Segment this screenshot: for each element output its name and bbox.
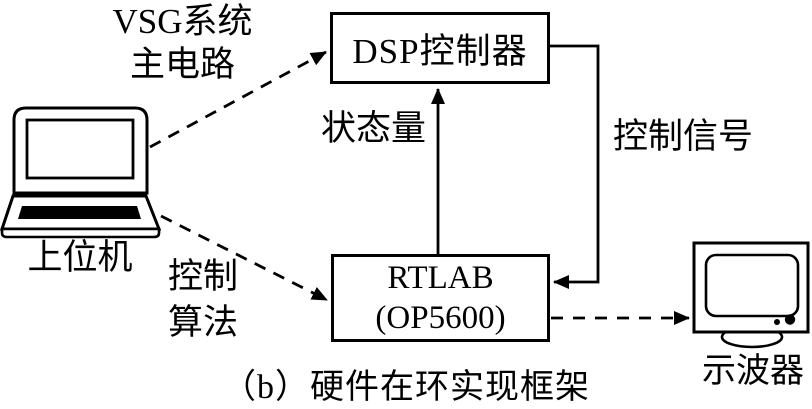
- dsp-controller-label: DSP控制器: [352, 31, 528, 71]
- vsg-label-line2: 主电路: [129, 45, 235, 84]
- rtlab-box: RTLAB (OP5600): [331, 254, 550, 342]
- rtlab-label-line2: (OP5600): [375, 300, 506, 336]
- rtlab-label-line1: RTLAB: [387, 260, 494, 296]
- control-algorithm-label: 控制 算法: [168, 254, 248, 346]
- oscilloscope-label: 示波器: [702, 353, 804, 390]
- arrow-dsp-to-rtlab-control: [549, 44, 600, 289]
- monitor-screen: [704, 253, 800, 318]
- host-computer-label: 上位机: [27, 238, 133, 277]
- algo-label-line2: 算法: [168, 303, 239, 342]
- laptop-screen: [25, 118, 135, 180]
- figure-caption: （b）硬件在环实现框架: [222, 369, 590, 406]
- vsg-label-line1: VSG系统: [112, 2, 253, 41]
- dsp-controller-box: DSP控制器: [330, 12, 550, 84]
- arrow-host-to-rtlab: [160, 214, 328, 302]
- algo-label-line1: 控制: [168, 257, 239, 296]
- state-quantity-label: 状态量: [321, 109, 427, 148]
- monitor-button-small: [774, 319, 780, 325]
- laptop-icon: [0, 106, 162, 239]
- monitor-button-large: [784, 314, 796, 325]
- laptop-keyboard: [18, 206, 141, 219]
- vsg-main-circuit-label: VSG系统 主电路: [95, 0, 270, 86]
- control-signal-label: 控制信号: [613, 117, 754, 156]
- oscilloscope-icon: [692, 241, 810, 349]
